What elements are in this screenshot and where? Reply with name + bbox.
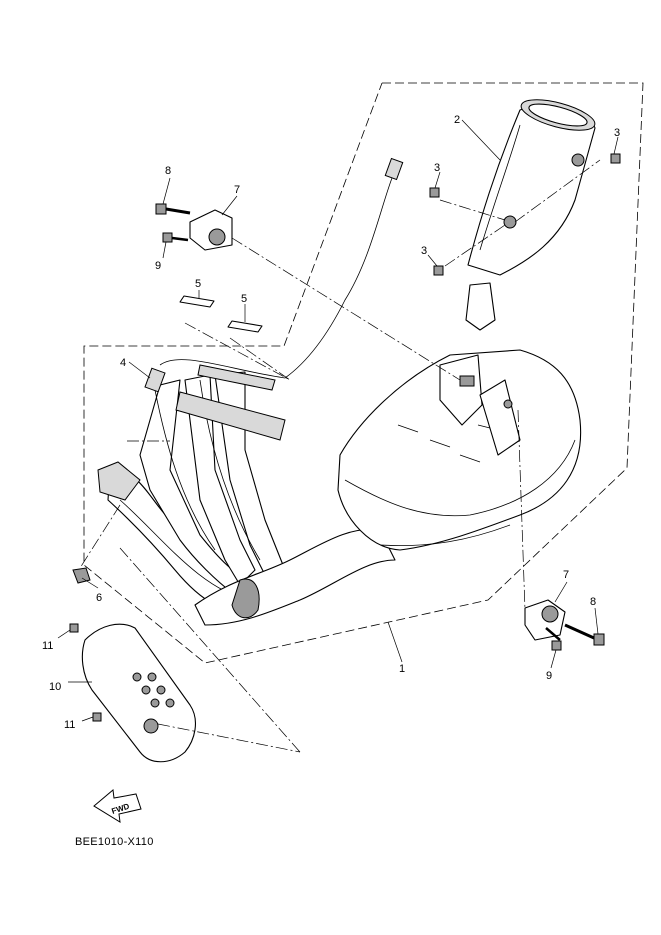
screw-11-b <box>92 712 102 722</box>
callout-2: 2 <box>454 114 460 126</box>
bracket-upper <box>189 209 233 251</box>
screw-3-a <box>610 153 621 164</box>
screw-3-b <box>429 187 440 198</box>
screw-11-a <box>69 623 79 633</box>
assembly-lines <box>79 159 601 753</box>
callout-3-b: 3 <box>434 162 440 174</box>
callout-9-a: 9 <box>155 260 161 272</box>
oxygen-sensor <box>144 157 404 393</box>
callout-7-a: 7 <box>234 184 240 196</box>
bolt-8-lower <box>564 623 605 646</box>
gasket-right <box>227 320 263 333</box>
callout-3-a: 3 <box>614 127 620 139</box>
callout-11-b: 11 <box>64 719 75 731</box>
callout-6: 6 <box>96 592 102 604</box>
heat-protector <box>81 623 196 763</box>
leader-lines <box>57 119 619 722</box>
callout-5-a: 5 <box>195 278 201 290</box>
screw-3-c <box>433 265 444 276</box>
gasket-left <box>179 295 215 308</box>
callout-11-a: 11 <box>42 640 53 652</box>
callout-4: 4 <box>120 357 126 369</box>
diagram-code: BEE1010-X110 <box>75 836 154 848</box>
bolt-9-upper <box>162 232 189 243</box>
fwd-arrow-icon: FWD <box>93 789 142 823</box>
bracket-lower <box>524 599 566 641</box>
muffler-assembly <box>97 349 582 626</box>
callout-8-a: 8 <box>165 165 171 177</box>
bolt-8-upper <box>155 203 191 215</box>
bolt-9-lower <box>545 627 562 651</box>
callout-1: 1 <box>399 663 405 675</box>
callout-7-b: 7 <box>563 569 569 581</box>
clip <box>72 567 91 584</box>
callout-5-b: 5 <box>241 293 247 305</box>
callout-8-b: 8 <box>590 596 596 608</box>
callout-3-c: 3 <box>421 245 427 257</box>
callout-10: 10 <box>49 681 61 693</box>
end-cap <box>465 99 596 331</box>
callout-9-b: 9 <box>546 670 552 682</box>
